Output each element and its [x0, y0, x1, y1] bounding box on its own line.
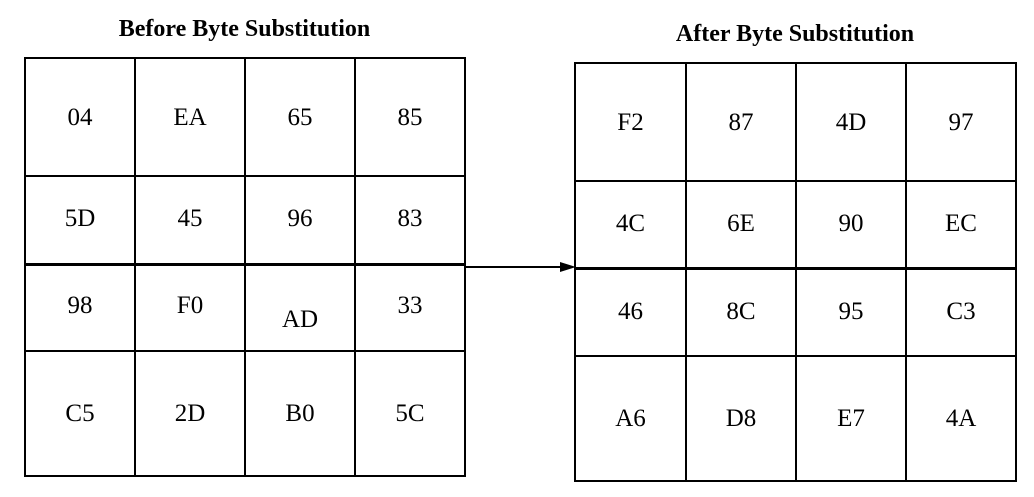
- before-cell: 45: [177, 205, 203, 232]
- after-cell: 4D: [835, 109, 867, 136]
- before-cell: B0: [285, 399, 315, 427]
- after-cell: 4A: [945, 404, 977, 432]
- arrow-right-icon: [464, 262, 576, 272]
- grid-line: [795, 64, 797, 480]
- before-state-grid: 04 EA 65 85 5D 45 96 83 98 F0 AD 33 C5 2…: [24, 57, 466, 477]
- before-cell: 98: [67, 292, 93, 319]
- after-title: After Byte Substitution: [675, 21, 915, 47]
- before-cell: 5D: [64, 205, 96, 232]
- after-cell: 97: [948, 109, 974, 136]
- after-cell: EC: [945, 210, 977, 237]
- before-cell: 5C: [395, 399, 425, 427]
- after-cell: A6: [615, 404, 646, 432]
- after-cell: E7: [837, 404, 865, 432]
- grid-line: [576, 355, 1015, 357]
- grid-line: [26, 175, 464, 177]
- before-cell: C5: [65, 399, 95, 427]
- before-cell: 96: [287, 205, 313, 232]
- before-cell: EA: [173, 104, 207, 131]
- grid-line: [244, 59, 246, 475]
- before-cell: 85: [397, 104, 423, 131]
- grid-line: [26, 263, 464, 266]
- after-cell: D8: [725, 404, 757, 432]
- after-cell: C3: [946, 298, 976, 325]
- after-cell: 46: [618, 298, 643, 325]
- before-cell: F0: [176, 292, 204, 319]
- grid-line: [134, 59, 136, 475]
- after-cell: 4C: [615, 210, 646, 237]
- after-cell: 8C: [726, 298, 756, 325]
- grid-line: [576, 267, 1015, 270]
- after-cell: 95: [838, 298, 864, 325]
- after-state-grid: F2 87 4D 97 4C 6E 90 EC 46 8C 95 C3 A6 D…: [574, 62, 1017, 482]
- before-cell: 33: [397, 292, 423, 319]
- after-cell: 90: [838, 210, 864, 237]
- before-cell: AD: [281, 306, 319, 333]
- after-cell: 87: [728, 109, 754, 136]
- before-cell: 2D: [174, 399, 206, 427]
- grid-line: [354, 59, 356, 475]
- before-title: Before Byte Substitution: [118, 16, 371, 42]
- grid-line: [685, 64, 687, 480]
- after-cell: 6E: [727, 210, 755, 237]
- grid-line: [905, 64, 907, 480]
- before-cell: 65: [287, 104, 313, 131]
- after-cell: F2: [617, 109, 644, 136]
- grid-line: [26, 350, 464, 352]
- before-cell: 83: [397, 205, 423, 232]
- before-cell: 04: [67, 104, 93, 131]
- grid-line: [576, 180, 1015, 182]
